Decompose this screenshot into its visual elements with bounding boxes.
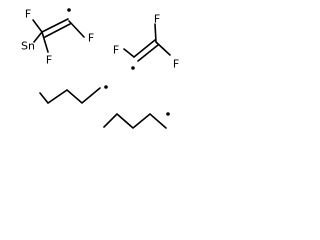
chain-butyl-left	[39, 87, 101, 105]
atom-f-left: F	[113, 44, 119, 57]
fragment-butyl-radical-left	[39, 85, 108, 105]
fragment-tin-trifluorovinyl: F Sn F F	[21, 8, 94, 67]
atom-f-lower: F	[46, 54, 52, 67]
radical-dot	[166, 112, 170, 116]
bond-c1-f2	[41, 31, 49, 53]
bond-c1-sn	[33, 31, 43, 43]
bond-c2-f3	[68, 20, 85, 38]
atom-f-top: F	[154, 13, 160, 26]
fragment-trifluorovinyl: F F F	[113, 13, 179, 71]
bond-c3-f4	[123, 48, 135, 58]
chain-butyl-right	[103, 112, 167, 130]
radical-dot	[67, 8, 71, 12]
bond-c4-f5	[154, 23, 157, 43]
atom-f-bottom-right: F	[173, 58, 179, 71]
bond-c3-c4-b	[137, 44, 159, 62]
atom-f-right: F	[88, 32, 94, 45]
chemical-structure: F Sn F F F F F	[21, 8, 179, 130]
fragment-butyl-radical-right	[103, 112, 170, 130]
bond-c1-c2-b	[44, 23, 71, 38]
atom-f-upper-left: F	[25, 8, 31, 21]
bond-c4-f6	[155, 41, 171, 56]
bond-c1-f1	[32, 19, 43, 33]
radical-dot	[131, 66, 135, 70]
bond-c3-c4-a	[133, 39, 156, 58]
radical-dot	[104, 85, 108, 89]
atom-sn: Sn	[21, 40, 35, 53]
bond-c1-c2-a	[41, 18, 69, 33]
